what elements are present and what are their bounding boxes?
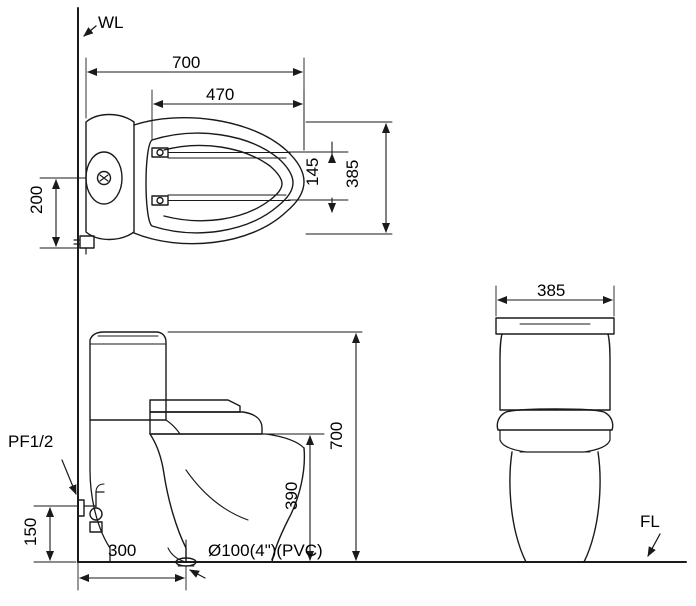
drain-leader (189, 569, 206, 579)
dim-label-300-side: 300 (108, 541, 136, 560)
dim-470-top (151, 89, 305, 151)
dim-200-top (39, 177, 87, 249)
floor-line (77, 533, 687, 563)
top-view-toilet (73, 113, 305, 255)
dim-390-side (265, 433, 325, 563)
dim-label-145-top: 145 (303, 158, 322, 186)
label-fl: FL (640, 512, 660, 531)
dim-label-385-front: 385 (537, 281, 565, 300)
side-view-toilet (77, 331, 306, 567)
dim-label-200-top: 200 (27, 186, 46, 214)
dim-label-150-side: 150 (21, 518, 40, 546)
pf-leader (61, 459, 77, 495)
label-drain: Ø100(4")(PVC) (208, 541, 323, 560)
dim-label-385-top: 385 (343, 160, 362, 188)
dim-385-top (305, 121, 393, 235)
dim-300-side (77, 561, 187, 591)
front-view-toilet (495, 317, 615, 563)
label-pf: PF1/2 (8, 432, 53, 451)
dim-label-700-side: 700 (327, 422, 346, 450)
dim-label-470-top: 470 (206, 85, 234, 104)
label-wl: WL (98, 13, 124, 32)
dim-150-side (33, 505, 79, 563)
wl-leader (83, 25, 97, 37)
dim-145-top (287, 141, 349, 213)
dim-label-390-side: 390 (282, 482, 301, 510)
dim-label-700-top: 700 (172, 53, 200, 72)
dim-385-front (495, 285, 615, 317)
